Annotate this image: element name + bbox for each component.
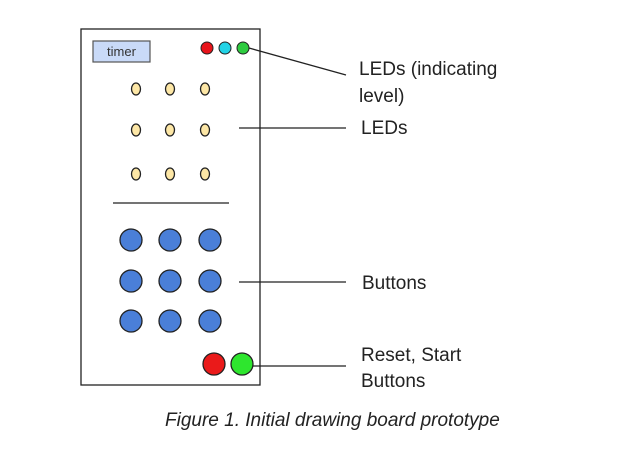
reset-start-label-line2: Buttons bbox=[361, 371, 425, 392]
level-leds bbox=[200, 41, 250, 55]
cyan-led-icon bbox=[218, 41, 232, 55]
timer-box bbox=[92, 40, 151, 63]
green-led-icon bbox=[236, 41, 250, 55]
board-prototype-diagram: timer LEDs (indicating bbox=[80, 28, 497, 392]
blue-button-icon bbox=[198, 269, 222, 293]
blue-button-icon bbox=[158, 309, 182, 333]
blue-button-icon bbox=[198, 309, 222, 333]
blue-button-icon bbox=[158, 228, 182, 252]
level-leds-label-line1: LEDs (indicating bbox=[359, 59, 497, 80]
level-leds-label-line2: level) bbox=[359, 86, 404, 107]
blue-button-icon bbox=[198, 228, 222, 252]
leds-label: LEDs bbox=[361, 118, 407, 139]
start-button-icon bbox=[230, 352, 254, 376]
blue-button-icon bbox=[119, 228, 143, 252]
led-icon bbox=[164, 82, 176, 96]
buttons-label: Buttons bbox=[362, 273, 426, 294]
red-led-icon bbox=[200, 41, 214, 55]
led-icon bbox=[164, 123, 176, 137]
led-icon bbox=[199, 82, 211, 96]
timer-label: timer bbox=[107, 44, 137, 59]
blue-button-icon bbox=[119, 309, 143, 333]
led-grid bbox=[130, 82, 211, 181]
blue-button-icon bbox=[119, 269, 143, 293]
figure-caption: Figure 1. Initial drawing board prototyp… bbox=[165, 410, 500, 431]
led-icon bbox=[130, 82, 142, 96]
led-icon bbox=[130, 123, 142, 137]
level-leds-callout-line bbox=[248, 47, 347, 76]
reset-button-icon bbox=[202, 352, 226, 376]
led-icon bbox=[164, 167, 176, 181]
led-icon bbox=[199, 167, 211, 181]
led-icon bbox=[130, 167, 142, 181]
reset-start-label-line1: Reset, Start bbox=[361, 345, 462, 366]
timer-display: timer bbox=[92, 40, 151, 63]
button-grid bbox=[119, 228, 222, 333]
blue-button-icon bbox=[158, 269, 182, 293]
led-icon bbox=[199, 123, 211, 137]
